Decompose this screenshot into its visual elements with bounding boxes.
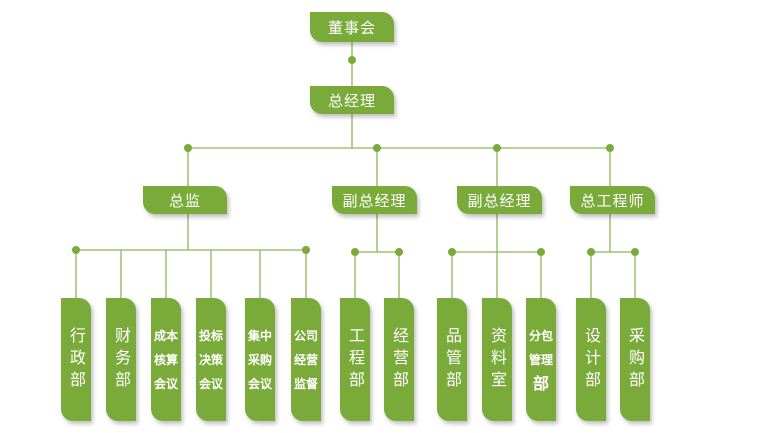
dept-bid-decision-meeting: 投标 决策 会议	[196, 298, 226, 421]
dept-admin: 行政部	[61, 298, 91, 421]
node-dot	[184, 144, 192, 152]
node-dot	[448, 248, 456, 256]
dept-business: 经营部	[384, 298, 414, 421]
dept-design: 设计部	[576, 298, 606, 421]
dept-operations-supervision: 公司 经营 监督	[291, 298, 321, 421]
board-node: 董事会	[310, 12, 394, 42]
node-dot	[493, 144, 501, 152]
dept-quality: 品管部	[437, 298, 467, 421]
dept-cost-accounting-meeting: 成本 核算 会议	[151, 298, 181, 421]
node-dot	[587, 248, 595, 256]
node-dot	[302, 246, 310, 254]
dept-archives: 资料室	[482, 298, 512, 421]
vp2-node: 副总经理	[457, 186, 542, 214]
vp1-node: 副总经理	[332, 186, 417, 214]
node-dot	[631, 248, 639, 256]
node-dot	[606, 144, 614, 152]
board-label: 董事会	[327, 18, 376, 37]
chief-engineer-node: 总工程师	[570, 186, 655, 214]
vp1-label: 副总经理	[342, 191, 407, 210]
vp2-label: 副总经理	[467, 191, 532, 210]
node-dot	[72, 246, 80, 254]
dept-business-label: 经营部	[390, 326, 409, 393]
node-dot	[395, 248, 403, 256]
director-node: 总监	[143, 186, 227, 214]
director-label: 总监	[168, 191, 201, 210]
chief-engineer-label: 总工程师	[580, 191, 645, 210]
gm-label: 总经理	[327, 91, 376, 110]
node-dot	[373, 144, 381, 152]
dept-subcontract-management: 分包 管理 部	[526, 298, 556, 421]
dept-engineering-label: 工程部	[346, 326, 365, 393]
node-dot	[351, 248, 359, 256]
dept-admin-label: 行政部	[67, 326, 86, 393]
dept-procurement-label: 采购部	[626, 326, 645, 393]
dept-finance: 财务部	[106, 298, 136, 421]
dept-archives-label: 资料室	[488, 326, 507, 393]
gm-node: 总经理	[310, 86, 394, 114]
dept-procurement: 采购部	[620, 298, 650, 421]
dept-finance-label: 财务部	[112, 326, 131, 393]
dept-quality-label: 品管部	[443, 326, 462, 393]
dept-engineering: 工程部	[340, 298, 370, 421]
node-dot	[537, 248, 545, 256]
dept-central-procurement-meeting: 集中 采购 会议	[245, 298, 275, 421]
node-dot	[348, 56, 356, 64]
dept-design-label: 设计部	[582, 326, 601, 393]
